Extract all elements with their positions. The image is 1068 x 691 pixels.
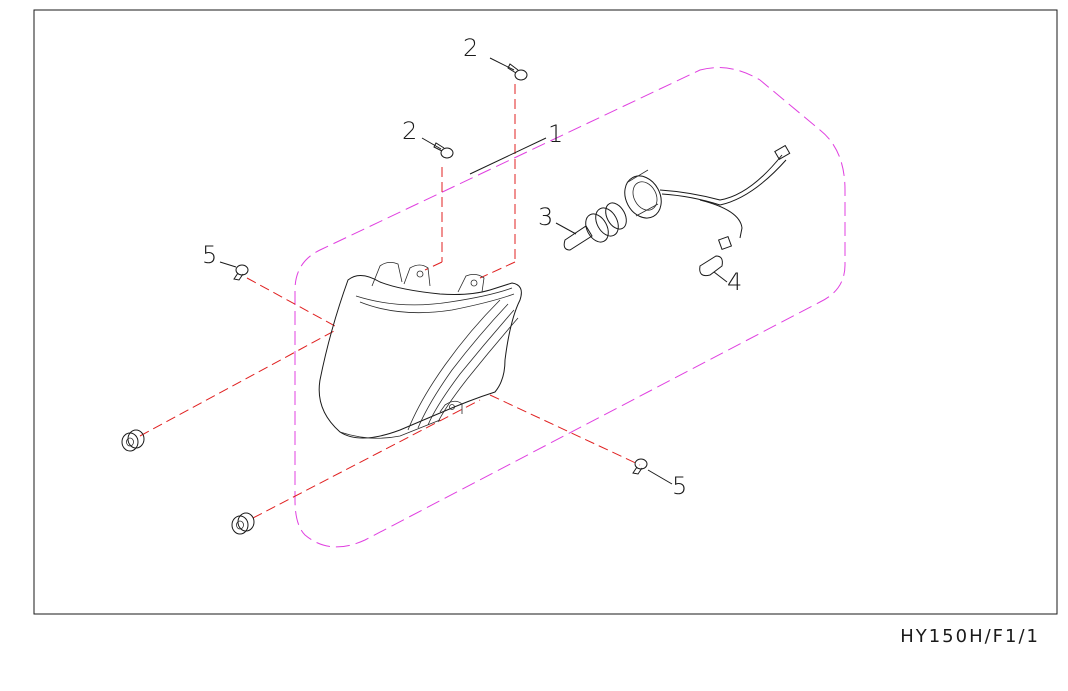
headlight-housing: [318, 262, 522, 439]
callout-part-1: 1: [548, 120, 563, 148]
callout-part-3: 3: [538, 203, 553, 231]
assembly-boundary: [294, 67, 846, 548]
screw-part-5-left: [233, 264, 249, 281]
leader-lines: [219, 57, 728, 485]
callout-part-2-top: 2: [463, 34, 478, 62]
screw-part-2-mid: [433, 142, 454, 159]
bulb-and-socket: [563, 144, 791, 277]
screw-part-5-right: [632, 458, 648, 475]
grommet-left-lower: [231, 512, 255, 535]
callout-part-5-right: 5: [672, 472, 687, 500]
screw-part-2-top: [507, 63, 528, 81]
callout-part-2-mid: 2: [402, 117, 417, 145]
drawing-code: HY150H/F1/1: [900, 626, 1040, 647]
callout-part-5-left: 5: [202, 241, 217, 269]
drawing-frame: [33, 9, 1058, 615]
centerlines: [139, 84, 641, 519]
grommet-left-upper: [121, 429, 145, 452]
callout-part-4: 4: [727, 268, 742, 296]
